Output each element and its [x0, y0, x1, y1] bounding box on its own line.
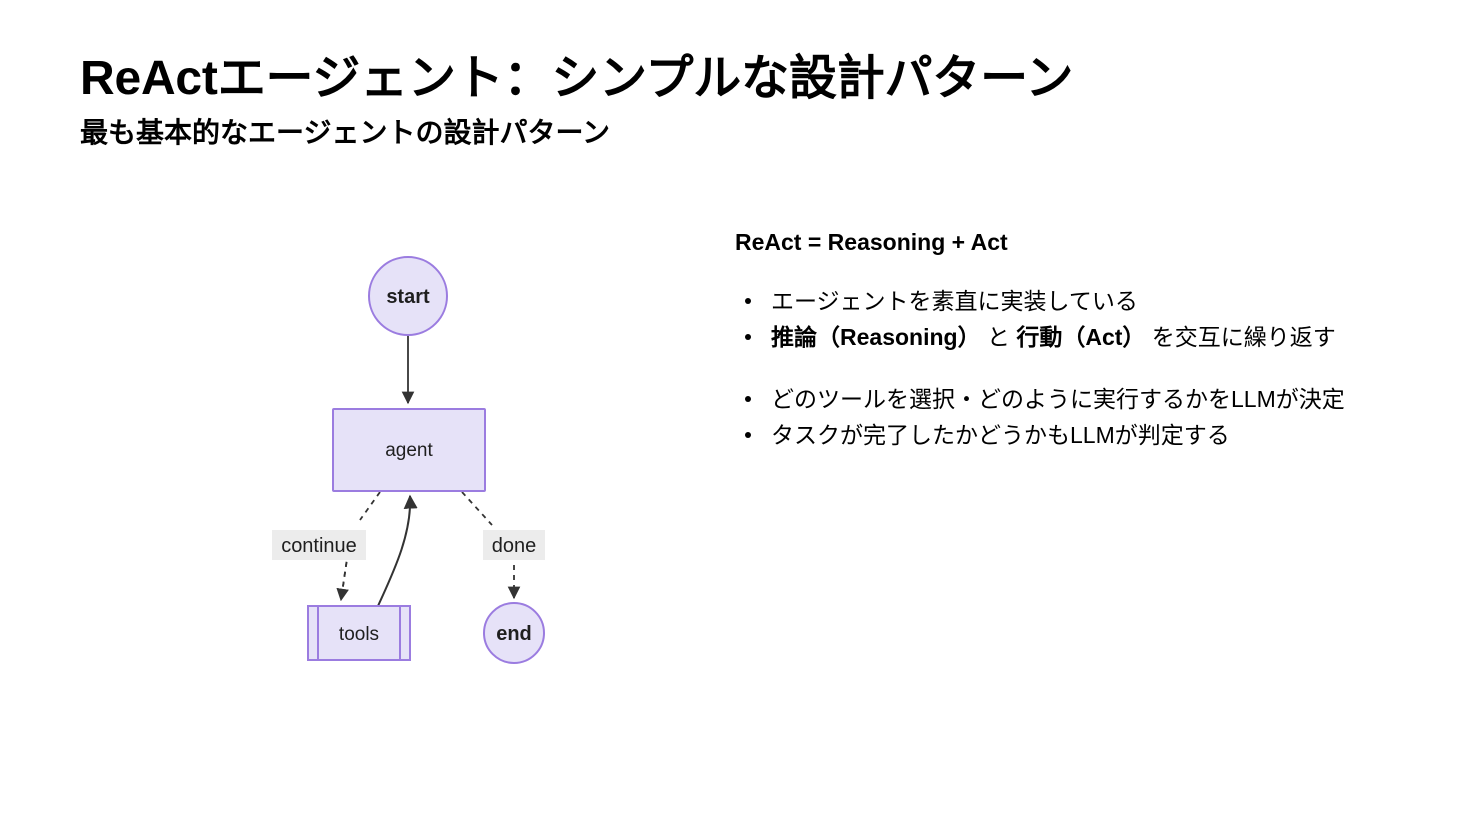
node-end-label: end [496, 623, 532, 645]
text-run: タスクが完了したかどうかもLLMが判定する [771, 421, 1230, 448]
edge-agent-tools-head [336, 551, 349, 602]
edge-tools-agent [377, 494, 418, 607]
node-start[interactable]: start [368, 256, 448, 336]
node-agent-label: agent [385, 440, 433, 461]
node-end[interactable]: end [483, 602, 545, 664]
node-start-label: start [386, 286, 430, 308]
edge-agent-end [461, 491, 493, 526]
node-tools-label: tools [339, 624, 379, 645]
text-run: どのツールを選択・どのように実行するかをLLMが決定 [771, 385, 1345, 412]
text-run: エージェントを素直に実装している [771, 287, 1138, 314]
bold-text-run: 行動（Act） [1016, 323, 1146, 350]
node-agent[interactable]: agent [332, 408, 486, 492]
node-tools[interactable]: tools [307, 605, 411, 661]
page-title: ReActエージェント：シンプルな設計パターン [80, 52, 1074, 105]
list-item: 推論（Reasoning） と 行動（Act） を交互に繰り返す [735, 320, 1395, 354]
diagram-edges [336, 335, 521, 607]
content-column: ReAct = Reasoning + Act エージェントを素直に実装している… [735, 228, 1395, 454]
edge-label-continue-text: continue [281, 535, 357, 557]
react-agent-flow-diagram: start agent tools end continue done [240, 230, 680, 690]
text-run: を交互に繰り返す [1145, 323, 1336, 350]
content-heading: ReAct = Reasoning + Act [735, 229, 1008, 255]
bullet-list: エージェントを素直に実装している 推論（Reasoning） と 行動（Act）… [735, 284, 1395, 452]
list-item: どのツールを選択・どのように実行するかをLLMが決定 [735, 382, 1395, 416]
slide-header: ReActエージェント：シンプルな設計パターン 最も基本的なエージェントの設計パ… [80, 52, 1280, 149]
list-item: エージェントを素直に実装している [735, 284, 1395, 318]
text-run: と [980, 323, 1017, 350]
edge-label-done: done [483, 530, 545, 560]
list-item: タスクが完了したかどうかもLLMが判定する [735, 418, 1395, 452]
edge-label-continue: continue [272, 530, 366, 560]
edge-label-done-text: done [492, 535, 537, 557]
bold-text-run: 推論（Reasoning） [771, 323, 981, 350]
page-subtitle: 最も基本的なエージェントの設計パターン [80, 116, 611, 148]
